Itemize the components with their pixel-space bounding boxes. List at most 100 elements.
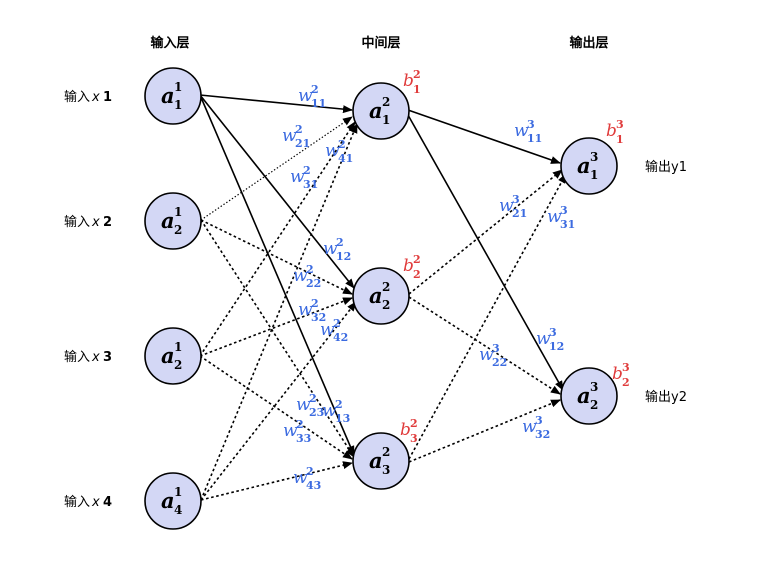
svg-text:21: 21 [512, 207, 527, 220]
connections [199, 94, 567, 501]
svg-text:3: 3 [590, 150, 598, 164]
svg-text:2: 2 [303, 164, 311, 177]
input-var: x [91, 90, 100, 105]
svg-text:w: w [282, 126, 297, 146]
svg-text:w: w [514, 121, 529, 141]
weight-label-w3-32: w 3 32 [522, 414, 550, 441]
svg-text:w: w [293, 266, 308, 286]
svg-text:w: w [323, 239, 338, 259]
svg-text:b: b [403, 71, 414, 91]
svg-text:21: 21 [295, 137, 310, 150]
svg-text:2: 2 [622, 376, 630, 389]
node-hidden-2: a 2 2 [352, 267, 410, 325]
input-var: x [91, 215, 100, 230]
node-output-1: a 3 1 [560, 137, 618, 195]
edge-h3-o1 [408, 173, 567, 460]
node-input-2: a 1 2 [144, 192, 202, 250]
svg-text:b: b [403, 256, 414, 276]
svg-text:w: w [290, 167, 305, 187]
svg-text:3: 3 [535, 414, 543, 427]
svg-text:31: 31 [560, 218, 575, 231]
svg-text:2: 2 [311, 297, 319, 310]
svg-text:2: 2 [306, 263, 314, 276]
bias-label-o1: b 3 1 [606, 118, 624, 146]
svg-text:3: 3 [492, 342, 500, 355]
svg-text:43: 43 [306, 479, 321, 492]
svg-text:2: 2 [410, 417, 418, 430]
edge-i2-h3 [200, 219, 355, 458]
svg-text:w: w [298, 300, 313, 320]
svg-text:w: w [479, 345, 494, 365]
svg-text:2: 2 [413, 253, 421, 266]
svg-text:2: 2 [413, 268, 421, 281]
svg-text:a: a [369, 283, 383, 308]
svg-text:1: 1 [174, 98, 182, 112]
svg-text:w: w [320, 320, 335, 340]
input-prefix: 输入 [64, 89, 90, 105]
node-hidden-1: a 2 1 [352, 82, 410, 140]
weight-label-w2-11: w 2 11 [298, 83, 326, 110]
bias-label-o2: b 3 2 [612, 361, 630, 389]
svg-text:3: 3 [382, 463, 390, 477]
input-index: 1 [103, 90, 112, 105]
svg-text:w: w [499, 196, 514, 216]
svg-text:1: 1 [174, 485, 182, 499]
edge-i2-h2 [200, 219, 353, 295]
svg-text:2: 2 [311, 83, 319, 96]
svg-text:1: 1 [590, 168, 598, 182]
svg-text:w: w [325, 141, 340, 161]
svg-text:b: b [606, 121, 617, 141]
svg-text:2: 2 [295, 123, 303, 136]
output-label-1: 输出y1 [645, 159, 687, 175]
edge-i3-h3 [199, 355, 353, 460]
svg-text:a: a [369, 98, 383, 123]
edge-h1-o1 [407, 109, 561, 164]
input-prefix: 输入 [64, 494, 90, 510]
hidden-layer-title: 中间层 [361, 35, 400, 51]
svg-text:12: 12 [336, 250, 351, 263]
svg-text:41: 41 [338, 152, 353, 165]
svg-text:3: 3 [560, 204, 568, 217]
svg-text:2: 2 [338, 138, 346, 151]
svg-text:2: 2 [335, 398, 343, 411]
node-input-4: a 1 4 [144, 472, 202, 530]
svg-text:31: 31 [303, 178, 318, 191]
svg-text:2: 2 [306, 465, 314, 478]
svg-text:3: 3 [549, 326, 557, 339]
svg-text:23: 23 [309, 406, 324, 419]
weight-label-w2-13: w 2 13 [322, 398, 350, 425]
edge-h1-o2 [407, 114, 564, 391]
edge-i3-h2 [199, 297, 353, 357]
svg-text:w: w [283, 421, 298, 441]
weight-label-w2-41: w 2 41 [325, 138, 353, 165]
svg-text:a: a [369, 448, 383, 473]
svg-text:w: w [536, 329, 551, 349]
input-prefix: 输入 [64, 349, 90, 365]
weight-label-w3-11: w 3 11 [514, 118, 542, 145]
svg-text:2: 2 [174, 358, 182, 372]
edge-h2-o2 [408, 296, 561, 395]
weight-label-w2-21: w 2 21 [282, 123, 310, 150]
svg-text:3: 3 [527, 118, 535, 131]
bias-label-h1: b 2 1 [403, 68, 421, 96]
input-layer-title: 输入层 [150, 35, 189, 51]
svg-text:a: a [577, 383, 591, 408]
svg-text:w: w [296, 395, 311, 415]
input-label-1: 输入 x 1 [64, 89, 112, 105]
node-input-3: a 1 2 [144, 327, 202, 385]
svg-text:a: a [161, 343, 175, 368]
svg-text:1: 1 [174, 205, 182, 219]
svg-text:1: 1 [616, 133, 624, 146]
svg-text:a: a [577, 153, 591, 178]
svg-text:2: 2 [174, 223, 182, 237]
svg-text:1: 1 [382, 113, 390, 127]
svg-text:2: 2 [382, 95, 390, 109]
input-label-4: 输入 x 4 [64, 494, 112, 510]
weight-label-w3-31: w 3 31 [547, 204, 575, 231]
svg-text:2: 2 [333, 317, 341, 330]
svg-text:22: 22 [492, 356, 507, 369]
svg-text:2: 2 [336, 236, 344, 249]
bias-label-h3: b 2 3 [400, 417, 418, 445]
output-layer-title: 输出层 [569, 35, 608, 51]
